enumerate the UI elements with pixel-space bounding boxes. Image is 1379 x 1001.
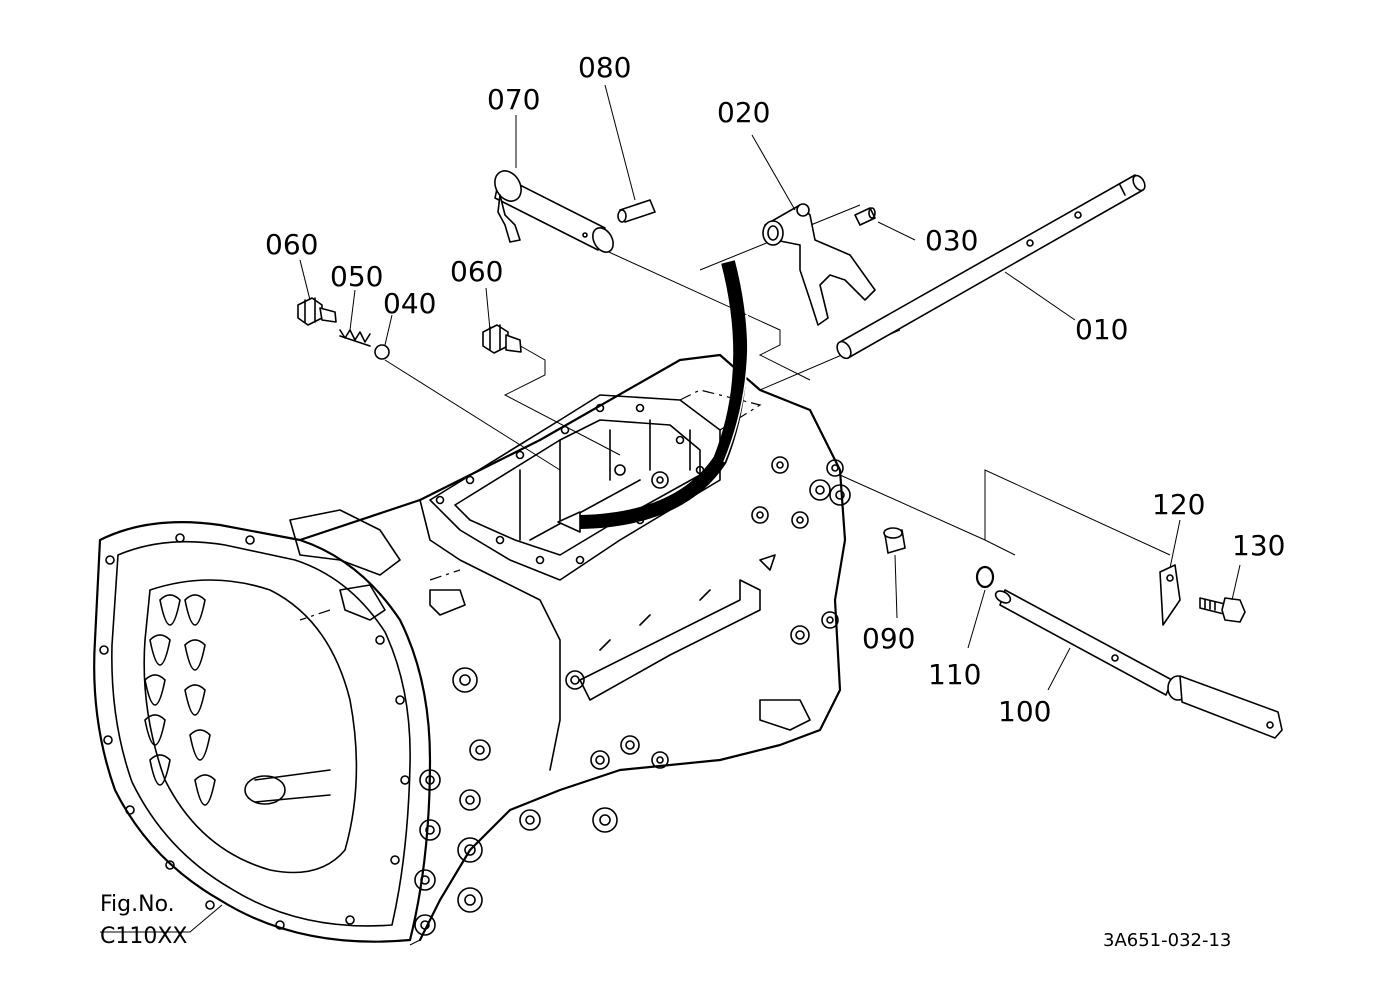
- cap-090: [883, 527, 906, 554]
- shift-shaft-010: [836, 174, 1146, 360]
- spring-pin-080: [617, 199, 656, 223]
- label-090: 090: [862, 622, 915, 655]
- label-060-left: 060: [265, 228, 318, 261]
- o-ring-110: [975, 565, 995, 589]
- assembly-direction-arrow: [557, 260, 749, 533]
- leader-lines: [100, 84, 1241, 933]
- label-050: 050: [330, 260, 383, 293]
- label-040: 040: [383, 287, 436, 320]
- label-010: 010: [1075, 313, 1128, 346]
- fig-no-label: Fig.No.: [100, 892, 175, 917]
- label-070: 070: [487, 83, 540, 116]
- bell-housing-windows: [144, 594, 216, 806]
- side-bosses: [414, 456, 851, 936]
- label-130: 130: [1232, 529, 1285, 562]
- ball-040: [374, 344, 390, 360]
- bracket-120: [1159, 564, 1181, 626]
- label-020: 020: [717, 96, 770, 129]
- label-060-right: 060: [450, 255, 503, 288]
- label-110: 110: [928, 658, 981, 691]
- spring-pin-030: [854, 207, 876, 226]
- label-030: 030: [925, 224, 978, 257]
- fig-no-value: C110XX: [100, 924, 188, 949]
- bolt-130: [1199, 597, 1246, 623]
- lever-shaft-070: [494, 170, 614, 253]
- plug-060-right: [482, 324, 522, 354]
- drawing-number: 3A651-032-13: [1103, 930, 1231, 951]
- spring-050: [339, 329, 371, 347]
- label-100: 100: [998, 695, 1051, 728]
- label-120: 120: [1152, 488, 1205, 521]
- flange-bolt-holes: [99, 533, 410, 930]
- shift-fork-020: [762, 203, 876, 326]
- plug-060-left: [297, 297, 337, 326]
- part-labels: 070 080 020 030 010 060 050 040 060 090 …: [265, 51, 1285, 728]
- label-080: 080: [578, 51, 631, 84]
- control-rod-100: [994, 589, 1283, 739]
- transmission-housing: [93, 353, 851, 943]
